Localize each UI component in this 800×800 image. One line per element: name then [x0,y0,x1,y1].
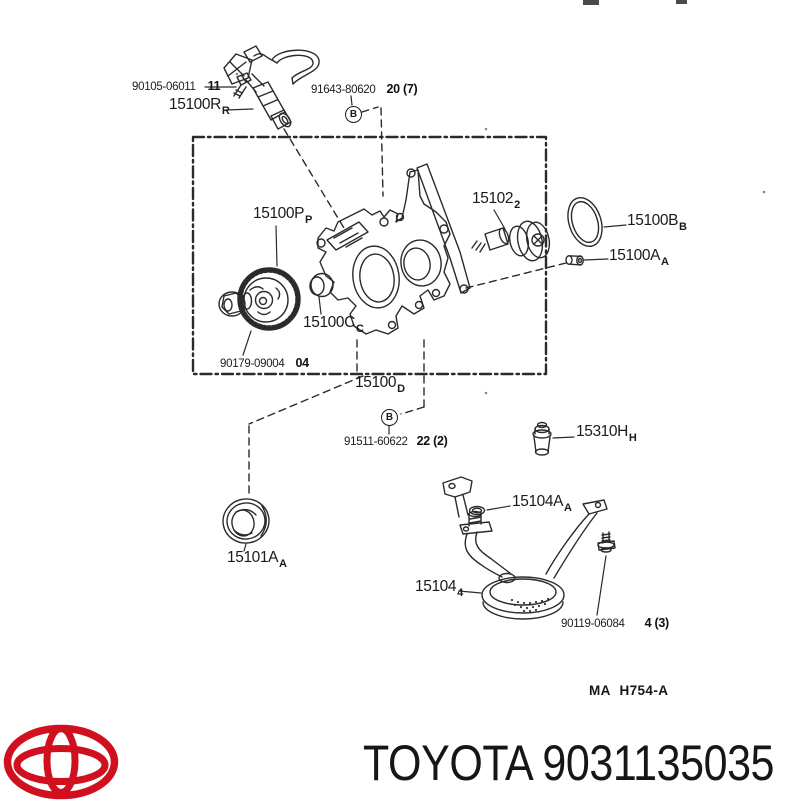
crank-sensor-drawing [223,45,320,130]
label-15104: 151044 [415,578,463,599]
oil-seal-drawing [222,498,270,544]
sensor-bolt-drawing [233,72,252,99]
pump-shaft-drawing [471,220,551,262]
chain-line-box [191,135,548,376]
oil-pump-body-drawing [316,163,471,335]
bolt-symbol-letter: B [349,109,358,120]
toyota-logo-icon [3,724,119,800]
bolt-symbol-circle-top: B [345,106,362,123]
dashed-assembly-lines [248,106,567,496]
label-15100C: 15100CC [303,314,364,335]
label-15104A: 15104AA [512,493,572,514]
label-15101A: 15101AA [227,549,287,570]
label-15100B: 15100BB [627,212,687,233]
leader-lines [204,86,627,616]
dowel-pin-drawing [565,255,584,266]
strainer-bolt-drawing [597,531,616,553]
brand-part-number-text: TOYOTA 9031135035 [363,735,775,791]
label-15100P: 15100PP [253,205,312,226]
bolt-symbol-circle-bottom: B [381,409,398,426]
scan-noise-specks [235,0,766,395]
gear-nut-drawing [218,291,253,317]
oil-strainer-drawing [442,476,608,620]
oil-plug-drawing [532,421,552,456]
figure-reference-code: MA H754-A [589,683,669,698]
label-15102: 151022 [472,190,520,211]
label-15100: 15100D [355,374,405,395]
label-15100R: 15100RR [169,96,230,117]
bolt-symbol-letter: B [385,412,394,423]
pump-drive-gear-drawing [218,267,301,331]
label-15100A: 15100AA [609,247,669,268]
strainer-gasket-drawing [468,505,486,516]
bushing-drawing [309,272,334,298]
label-15310H: 15310HH [576,423,637,444]
o-ring-drawing [567,197,603,247]
